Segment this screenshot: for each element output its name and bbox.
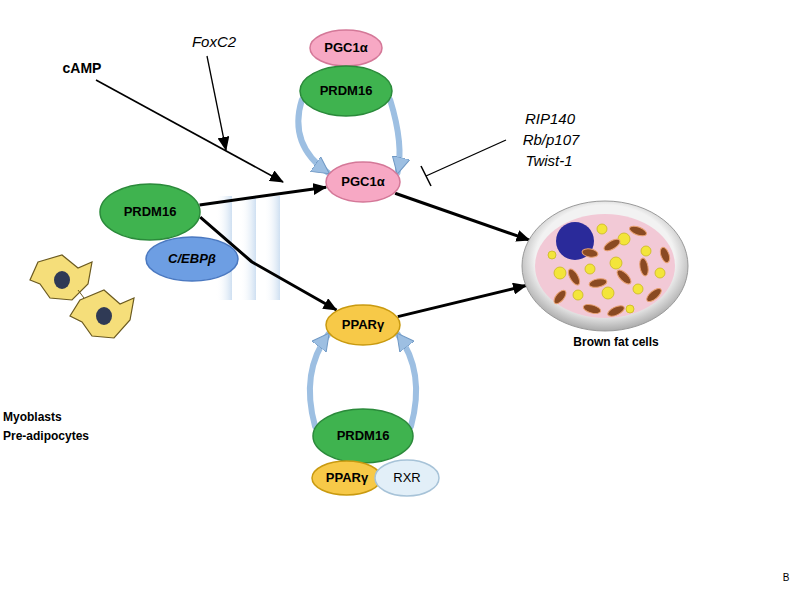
annotation-label: cAMP	[63, 60, 102, 76]
protein-ellipse: PRDM16	[299, 65, 393, 117]
protein-ellipse: PGC1α	[325, 161, 401, 203]
annotation-label: Pre-adipocytes	[3, 430, 89, 444]
cell-label: Brown fat cells	[551, 336, 658, 350]
protein-name: C/EBPβ	[168, 252, 216, 267]
precursor-cells	[30, 255, 134, 338]
inhibition-line	[421, 140, 506, 186]
protein-ellipse: PRDM16	[99, 183, 201, 241]
protein-name: PGC1α	[341, 175, 384, 190]
arrow-connector	[395, 193, 529, 240]
protein-ellipse: PGC1α	[309, 29, 383, 67]
protein-ellipse: PPARγ	[311, 460, 382, 496]
arrow-connector	[200, 187, 327, 205]
annotation-label: Rb/p107	[523, 131, 580, 148]
annotation-label: B	[783, 572, 790, 584]
foxc2-arrow	[207, 56, 226, 150]
protein-name: RXR	[393, 471, 420, 486]
annotation-label: FoxC2	[192, 33, 236, 50]
protein-name: PPARγ	[326, 471, 368, 486]
protein-ellipse: PPARγ	[325, 304, 401, 346]
curved-arrow	[310, 334, 329, 427]
arrow-connector	[398, 286, 526, 317]
brown-fat-cell	[520, 199, 690, 334]
annotation-label: Twist-1	[525, 152, 572, 169]
protein-ellipse: RXR	[374, 459, 440, 497]
curved-arrow	[390, 100, 399, 173]
protein-name: PRDM16	[337, 429, 390, 444]
annotation-label: Myoblasts	[3, 411, 62, 425]
protein-name: PRDM16	[124, 205, 177, 220]
curved-arrow	[397, 334, 416, 427]
protein-name: PGC1α	[324, 41, 367, 56]
protein-ellipse: PRDM16	[312, 408, 414, 464]
protein-name: PPARγ	[342, 318, 384, 333]
protein-name: PRDM16	[320, 84, 373, 99]
protein-ellipse: C/EBPβ	[145, 236, 239, 282]
cell-node: Brown fat cells	[515, 199, 695, 350]
camp-arrow	[96, 80, 283, 182]
annotation-label: RIP140	[525, 110, 575, 127]
